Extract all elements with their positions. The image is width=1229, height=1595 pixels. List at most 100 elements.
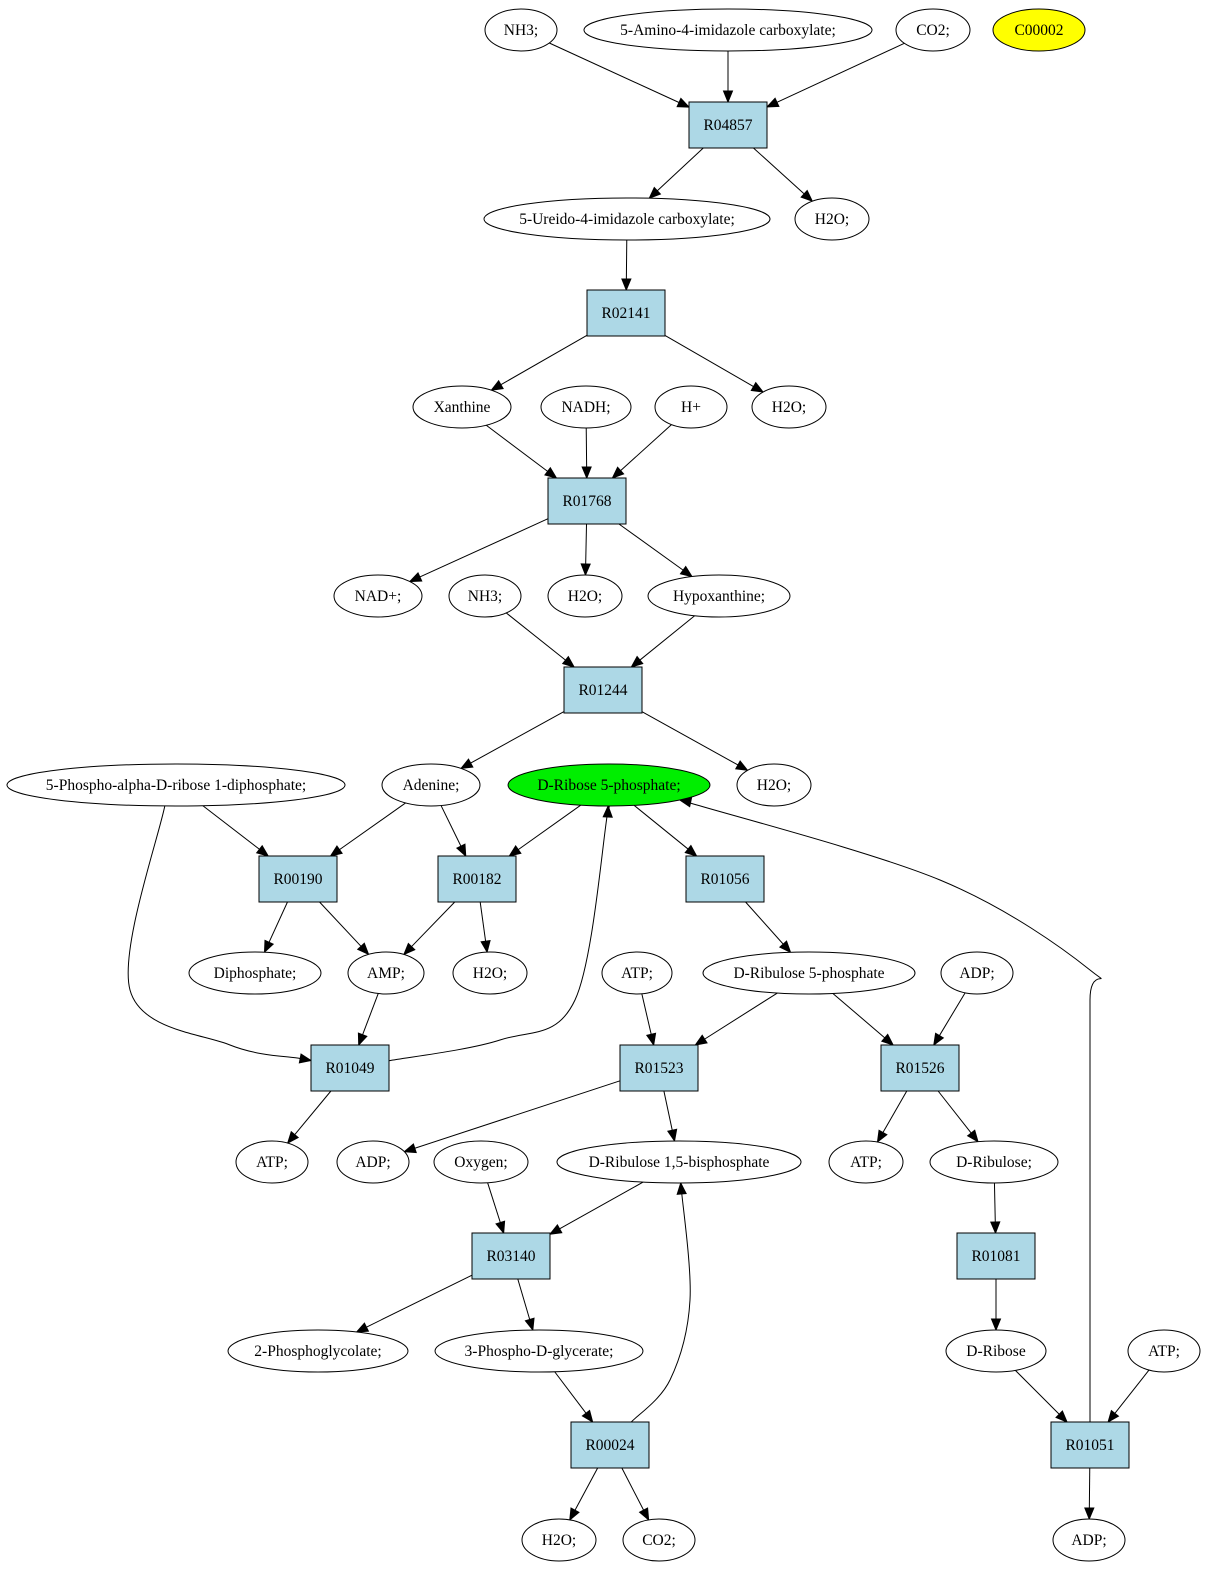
compound-node-xanthine[interactable]: Xanthine bbox=[412, 385, 512, 429]
reaction-node-r01768[interactable]: R01768 bbox=[547, 477, 627, 525]
compound-label: H2O; bbox=[757, 777, 791, 794]
edge-arrow bbox=[388, 797, 613, 1062]
edge-arrow bbox=[663, 794, 1102, 1423]
compound-node-nh3[interactable]: NH3; bbox=[448, 574, 522, 618]
compound-node-oxygen[interactable]: Oxygen; bbox=[433, 1140, 529, 1184]
compound-node-h2o[interactable]: H2O; bbox=[521, 1518, 597, 1562]
edge-arrow bbox=[1084, 1467, 1095, 1521]
edge-arrow bbox=[618, 523, 694, 578]
reaction-node-r01081[interactable]: R01081 bbox=[956, 1232, 1036, 1280]
edge-arrow bbox=[548, 1181, 644, 1235]
compound-node-h[interactable]: H+ bbox=[654, 385, 728, 429]
reaction-label: R03140 bbox=[486, 1248, 535, 1265]
compound-label: D-Ribose 5-phosphate; bbox=[537, 777, 680, 794]
reaction-label: R01526 bbox=[895, 1060, 944, 1077]
edge-arrow bbox=[581, 427, 592, 480]
compound-node-co2[interactable]: CO2; bbox=[622, 1518, 696, 1562]
compound-label: Hypoxanthine; bbox=[673, 588, 765, 605]
compound-node-d-ribose-5-phosphate[interactable]: D-Ribose 5-phosphate; bbox=[507, 763, 711, 807]
compound-node-5-amino-4-imidazole-carboxylate[interactable]: 5-Amino-4-imidazole carboxylate; bbox=[583, 8, 873, 52]
edge-arrow bbox=[630, 1179, 691, 1423]
compound-node-2-phosphoglycolate[interactable]: 2-Phosphoglycolate; bbox=[227, 1329, 409, 1373]
compound-node-d-ribulose-1-5-bisphosphate[interactable]: D-Ribulose 1,5-bisphosphate bbox=[556, 1140, 802, 1184]
reaction-node-r00024[interactable]: R00024 bbox=[570, 1421, 650, 1469]
compound-node-adp[interactable]: ADP; bbox=[1052, 1518, 1126, 1562]
edge-arrow bbox=[485, 424, 558, 479]
reaction-label: R01523 bbox=[634, 1060, 683, 1077]
compound-node-d-ribulose[interactable]: D-Ribulose; bbox=[929, 1140, 1059, 1184]
reaction-node-r00190[interactable]: R00190 bbox=[258, 855, 338, 903]
edge-arrow bbox=[876, 1090, 908, 1144]
edge-arrow bbox=[127, 791, 313, 1064]
compound-node-5-ureido-4-imidazole-carboxylate[interactable]: 5-Ureido-4-imidazole carboxylate; bbox=[483, 197, 771, 241]
edge-arrow bbox=[648, 147, 704, 200]
compound-node-adp[interactable]: ADP; bbox=[336, 1140, 410, 1184]
compound-node-adenine[interactable]: Adenine; bbox=[381, 763, 481, 807]
compound-node-atp[interactable]: ATP; bbox=[235, 1140, 309, 1184]
reaction-node-r01244[interactable]: R01244 bbox=[563, 666, 643, 714]
compound-node-hypoxanthine[interactable]: Hypoxanthine; bbox=[647, 574, 791, 618]
compound-label: 2-Phosphoglycolate; bbox=[254, 1343, 381, 1360]
edge-arrow bbox=[508, 804, 581, 857]
compound-node-h2o[interactable]: H2O; bbox=[736, 763, 812, 807]
reaction-node-r01523[interactable]: R01523 bbox=[619, 1044, 699, 1092]
compound-node-5-phospho-alpha-d-ribose-1-diphosphate[interactable]: 5-Phospho-alpha-D-ribose 1-diphosphate; bbox=[6, 763, 346, 807]
compound-node-adp[interactable]: ADP; bbox=[940, 951, 1014, 995]
compound-node-nad[interactable]: NAD+; bbox=[333, 574, 423, 618]
compound-node-h2o[interactable]: H2O; bbox=[547, 574, 623, 618]
reaction-node-r01051[interactable]: R01051 bbox=[1050, 1421, 1130, 1469]
compound-label: D-Ribulose; bbox=[956, 1154, 1032, 1171]
edge-arrow bbox=[357, 993, 379, 1047]
reaction-node-r03140[interactable]: R03140 bbox=[471, 1232, 551, 1280]
edge-arrow bbox=[630, 615, 695, 668]
compound-node-h2o[interactable]: H2O; bbox=[751, 385, 827, 429]
compound-label: Diphosphate; bbox=[214, 965, 297, 982]
compound-label: C00002 bbox=[1014, 22, 1063, 39]
reaction-node-r01056[interactable]: R01056 bbox=[685, 855, 765, 903]
edge-arrow bbox=[319, 901, 370, 956]
compound-label: Oxygen; bbox=[454, 1154, 507, 1171]
edge-arrow bbox=[611, 424, 672, 479]
compound-node-h2o[interactable]: H2O; bbox=[794, 197, 870, 241]
compound-label: H2O; bbox=[542, 1532, 576, 1549]
edge-arrow bbox=[403, 1080, 621, 1154]
compound-node-atp[interactable]: ATP; bbox=[1127, 1329, 1201, 1373]
compound-label: H2O; bbox=[568, 588, 602, 605]
edge-arrow bbox=[663, 1090, 678, 1143]
compound-node-atp[interactable]: ATP; bbox=[601, 951, 673, 995]
edge-arrow bbox=[664, 335, 765, 393]
compound-node-d-ribulose-5-phosphate[interactable]: D-Ribulose 5-phosphate bbox=[702, 951, 916, 995]
reaction-node-r02141[interactable]: R02141 bbox=[586, 289, 666, 337]
compound-label: H2O; bbox=[815, 211, 849, 228]
reaction-label: R01081 bbox=[971, 1248, 1020, 1265]
reaction-node-r01526[interactable]: R01526 bbox=[880, 1044, 960, 1092]
compound-node-d-ribose[interactable]: D-Ribose bbox=[945, 1329, 1047, 1373]
compound-node-nadh[interactable]: NADH; bbox=[540, 385, 632, 429]
reaction-node-r00182[interactable]: R00182 bbox=[437, 855, 517, 903]
reaction-label: R01768 bbox=[562, 493, 611, 510]
reaction-node-r04857[interactable]: R04857 bbox=[688, 101, 768, 149]
compound-label: D-Ribose bbox=[966, 1343, 1026, 1360]
compound-node-atp[interactable]: ATP; bbox=[828, 1140, 904, 1184]
edge-arrow bbox=[1015, 1370, 1068, 1423]
compound-node-c00002[interactable]: C00002 bbox=[992, 8, 1086, 52]
compound-node-diphosphate[interactable]: Diphosphate; bbox=[188, 951, 322, 995]
edge-arrow bbox=[694, 992, 778, 1046]
edge-arrow bbox=[990, 1182, 1001, 1235]
edge-arrow bbox=[765, 42, 905, 108]
compound-node-co2[interactable]: CO2; bbox=[895, 8, 971, 52]
reaction-label: R01244 bbox=[578, 682, 627, 699]
edge-arrow bbox=[440, 805, 467, 858]
edge-arrow bbox=[490, 334, 588, 391]
compound-node-amp[interactable]: AMP; bbox=[347, 951, 425, 995]
reaction-label: R04857 bbox=[703, 117, 752, 134]
compound-node-h2o[interactable]: H2O; bbox=[452, 951, 528, 995]
edge-arrow bbox=[479, 901, 491, 954]
compound-node-3-phospho-d-glycerate[interactable]: 3-Phospho-D-glycerate; bbox=[434, 1329, 644, 1373]
edge-arrow bbox=[580, 523, 591, 577]
compound-node-nh3[interactable]: NH3; bbox=[484, 8, 558, 52]
edge-arrow bbox=[329, 802, 406, 857]
reaction-node-r01049[interactable]: R01049 bbox=[310, 1044, 390, 1092]
edge-arrow bbox=[403, 901, 456, 956]
